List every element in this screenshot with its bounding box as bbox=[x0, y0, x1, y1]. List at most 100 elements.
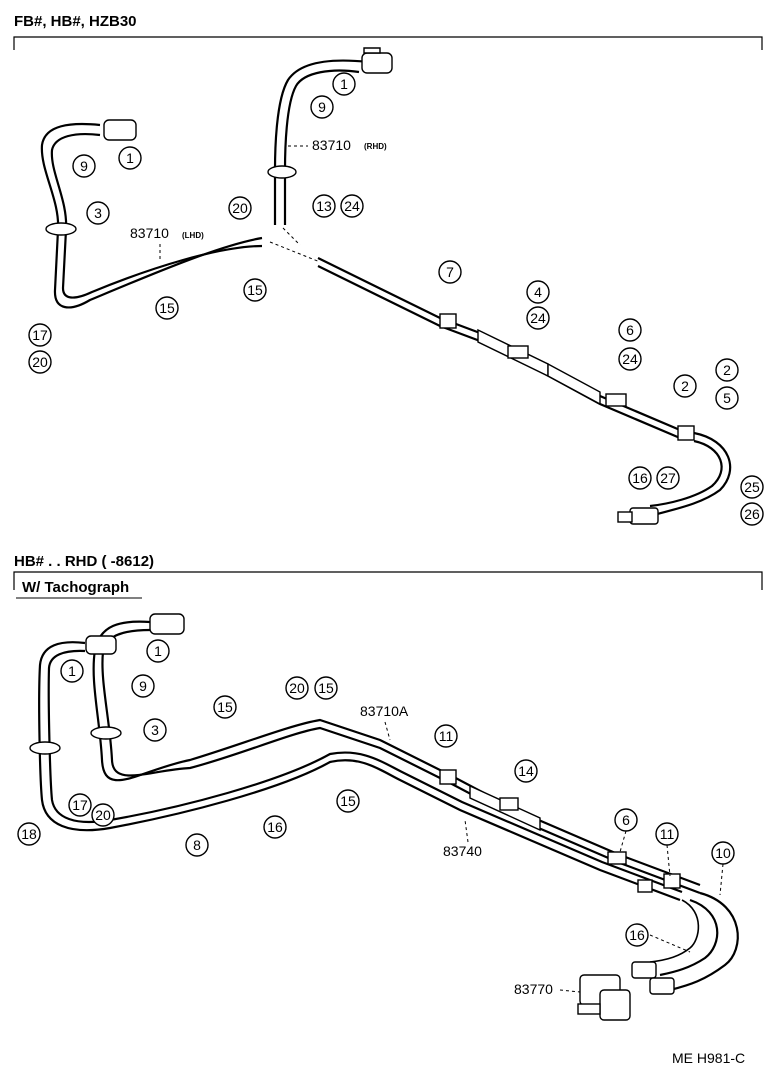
callout: 13 bbox=[312, 194, 336, 218]
callout: 17 bbox=[28, 323, 52, 347]
svg-text:1: 1 bbox=[126, 150, 134, 166]
svg-text:8: 8 bbox=[193, 837, 201, 853]
cable-rhd-inner bbox=[283, 69, 360, 225]
callout: 26 bbox=[740, 502, 764, 526]
pn-83710-rhd-suffix: (RHD) bbox=[364, 142, 387, 151]
svg-text:15: 15 bbox=[247, 282, 263, 298]
callout: 20 bbox=[28, 350, 52, 374]
leader-10 bbox=[719, 863, 724, 896]
coupler-11b bbox=[663, 873, 681, 889]
svg-text:17: 17 bbox=[72, 797, 88, 813]
cable-to-adapter-inner bbox=[649, 899, 700, 963]
section2-subheader: W/ Tachograph bbox=[22, 579, 129, 596]
callout: 7 bbox=[438, 260, 462, 284]
adapter-port-1 bbox=[631, 961, 657, 979]
cable-lhd bbox=[40, 122, 263, 309]
leader-83770 bbox=[559, 989, 581, 993]
svg-text:1: 1 bbox=[340, 76, 348, 92]
callout: 2 bbox=[673, 374, 697, 398]
callout: 9 bbox=[131, 674, 155, 698]
svg-text:10: 10 bbox=[715, 845, 731, 861]
svg-text:16: 16 bbox=[632, 470, 648, 486]
adapter-tip bbox=[577, 1003, 601, 1015]
cable-lhd-inner bbox=[50, 133, 263, 299]
coupler-lower bbox=[637, 879, 653, 893]
coupler-4 bbox=[507, 345, 529, 359]
callout: 1 bbox=[118, 146, 142, 170]
svg-text:5: 5 bbox=[723, 390, 731, 406]
transmission-connector bbox=[629, 507, 659, 525]
pn-83710a: 83710A bbox=[360, 703, 409, 719]
junction-dash bbox=[269, 241, 321, 263]
leader-6b bbox=[619, 830, 627, 853]
callout: 14 bbox=[514, 759, 538, 783]
callout: 17 bbox=[68, 793, 92, 817]
leader-83710a bbox=[384, 721, 391, 741]
section1-header: FB#, HB#, HZB30 bbox=[14, 13, 137, 30]
coupler-7 bbox=[439, 313, 457, 329]
callout: 4 bbox=[526, 280, 550, 304]
svg-text:9: 9 bbox=[80, 158, 88, 174]
callout: 27 bbox=[656, 466, 680, 490]
svg-text:15: 15 bbox=[217, 699, 233, 715]
svg-text:9: 9 bbox=[318, 99, 326, 115]
adapter-83770-body bbox=[599, 989, 631, 1021]
pn-83710-lhd-suffix: (LHD) bbox=[182, 231, 204, 240]
svg-text:24: 24 bbox=[530, 310, 546, 326]
section2-header: HB# . . RHD ( -8612) bbox=[14, 553, 154, 570]
svg-text:13: 13 bbox=[316, 198, 332, 214]
cable-to-transmission-inner bbox=[649, 439, 723, 508]
callout: 15 bbox=[314, 676, 338, 700]
drive-connector-lower bbox=[85, 635, 117, 655]
rhd-bracket bbox=[363, 47, 381, 54]
leader-83740 bbox=[464, 819, 469, 843]
callout: 15 bbox=[336, 789, 360, 813]
grommet-upper bbox=[90, 726, 122, 740]
svg-text:6: 6 bbox=[622, 812, 630, 828]
svg-text:20: 20 bbox=[289, 680, 305, 696]
svg-text:26: 26 bbox=[744, 506, 760, 522]
svg-text:4: 4 bbox=[534, 284, 542, 300]
svg-text:3: 3 bbox=[94, 205, 102, 221]
pn-83710-lhd: 83710 bbox=[130, 225, 169, 241]
callout: 25 bbox=[740, 475, 764, 499]
callout: 16 bbox=[263, 815, 287, 839]
svg-text:15: 15 bbox=[159, 300, 175, 316]
svg-text:2: 2 bbox=[723, 362, 731, 378]
leader-11b bbox=[666, 844, 671, 877]
pn-83770: 83770 bbox=[514, 981, 553, 997]
callout: 5 bbox=[715, 386, 739, 410]
callout: 6 bbox=[618, 318, 642, 342]
svg-text:16: 16 bbox=[629, 927, 645, 943]
coupler-6 bbox=[605, 393, 627, 407]
drive-connector-upper bbox=[149, 613, 185, 635]
callout: 2 bbox=[715, 358, 739, 382]
callout: 10 bbox=[711, 841, 735, 865]
callout: 1 bbox=[60, 659, 84, 683]
callout: 6 bbox=[614, 808, 638, 832]
callout: 11 bbox=[434, 724, 458, 748]
cable-83710a bbox=[92, 620, 701, 887]
svg-text:20: 20 bbox=[232, 200, 248, 216]
cable-83740 bbox=[38, 641, 681, 902]
cable-to-adapter-mid bbox=[659, 898, 719, 977]
coupler-11a bbox=[439, 769, 457, 785]
callout: 3 bbox=[86, 201, 110, 225]
svg-text:2: 2 bbox=[681, 378, 689, 394]
pn-83740: 83740 bbox=[443, 843, 482, 859]
svg-text:16: 16 bbox=[267, 819, 283, 835]
coupler-14 bbox=[499, 797, 519, 811]
callout: 1 bbox=[146, 639, 170, 663]
svg-text:15: 15 bbox=[318, 680, 334, 696]
rhd-grommet bbox=[267, 165, 297, 179]
lhd-grommet bbox=[45, 222, 77, 236]
junction-dash-2 bbox=[282, 227, 301, 246]
svg-text:15: 15 bbox=[340, 793, 356, 809]
svg-text:11: 11 bbox=[660, 826, 675, 842]
callout: 15 bbox=[243, 278, 267, 302]
grommet-lower bbox=[29, 741, 61, 755]
svg-text:18: 18 bbox=[21, 826, 37, 842]
section2-frame bbox=[13, 571, 763, 590]
callout: 9 bbox=[310, 95, 334, 119]
callout: 15 bbox=[213, 695, 237, 719]
